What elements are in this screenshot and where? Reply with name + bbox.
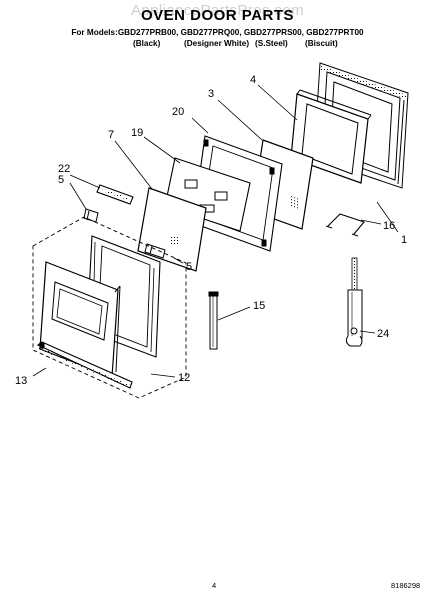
variant-designer-white: (Designer White) — [184, 39, 250, 48]
callout-5-right: 5 — [186, 261, 192, 273]
part-hinge-support — [208, 291, 219, 350]
variant-biscuit: (Biscuit) — [305, 39, 338, 48]
callout-13: 13 — [15, 375, 27, 387]
page-title: OVEN DOOR PARTS — [140, 7, 295, 24]
document-number: 8186298 — [391, 581, 421, 590]
callout-12: 12 — [178, 372, 190, 384]
callout-4: 4 — [250, 74, 256, 86]
page-number: 4 — [212, 581, 217, 590]
callout-22: 22 — [58, 163, 70, 175]
models-line: For Models:GBD277PRB00, GBD277PRQ00, GBD… — [71, 28, 364, 37]
callout-16: 16 — [383, 220, 395, 232]
part-bracket-right — [144, 243, 166, 259]
part-vent-trim — [96, 184, 134, 205]
watermark: AppliancePartsPros.com — [130, 2, 305, 19]
variant-stainless: (S.Steel) — [255, 39, 288, 48]
leader-lines — [32, 84, 399, 378]
part-door-handle — [36, 341, 133, 389]
part-door-assembly-outline — [32, 216, 187, 399]
part-door-clip — [325, 213, 365, 237]
part-door-hinge — [345, 257, 363, 347]
callout-20: 20 — [172, 106, 184, 118]
callout-7: 7 — [108, 129, 114, 141]
callout-labels: 1 3 4 5 5 7 12 13 15 16 19 20 22 24 — [15, 74, 407, 387]
callout-19: 19 — [131, 127, 143, 139]
variant-black: (Black) — [133, 39, 161, 48]
callout-5-left: 5 — [58, 174, 64, 186]
callout-15: 15 — [253, 300, 265, 312]
callout-1: 1 — [401, 234, 407, 246]
callout-24: 24 — [377, 328, 389, 340]
callout-3: 3 — [208, 88, 214, 100]
